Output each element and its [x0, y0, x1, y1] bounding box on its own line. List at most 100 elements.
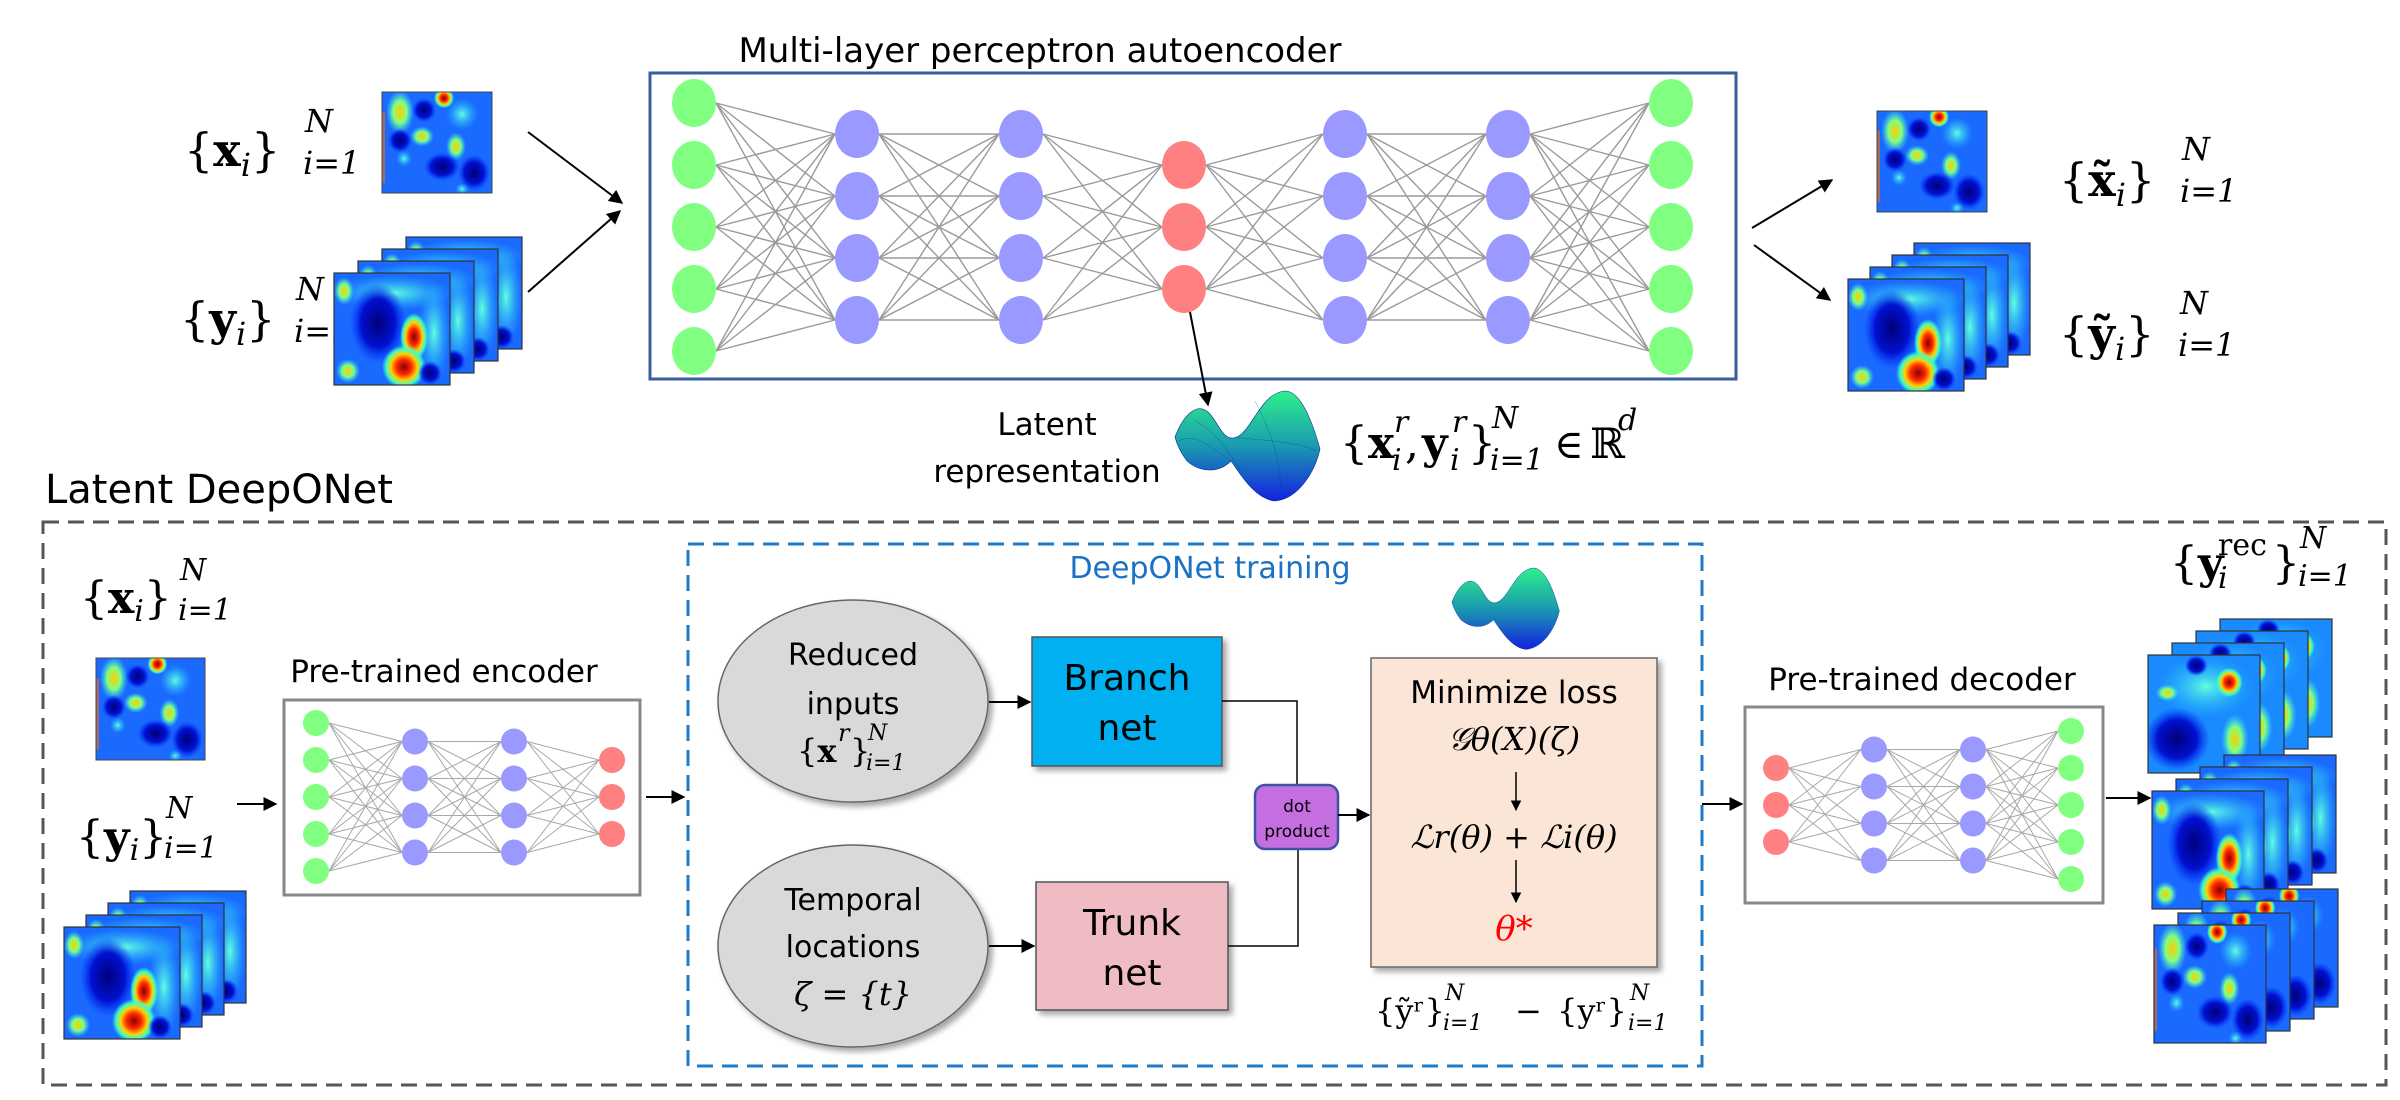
- arrow-ae-to-y: [1753, 244, 1832, 301]
- network-edge: [1886, 823, 1961, 861]
- input-x-label: {xi} N i=1: [184, 102, 360, 184]
- superscript-n: N: [2179, 284, 2209, 322]
- neuron-node: [1649, 327, 1693, 375]
- network-edge: [1529, 102, 1650, 259]
- brace-open: {: [797, 732, 817, 770]
- network-edge: [1788, 749, 1862, 769]
- temporal-locations-node: Temporal locations ζ = {t}: [717, 844, 989, 1048]
- temporal-line1: Temporal: [783, 883, 921, 918]
- network-edge: [1205, 133, 1324, 166]
- network-edge: [1529, 226, 1650, 321]
- neuron-node: [303, 821, 329, 847]
- neuron-node: [1649, 141, 1693, 189]
- network-edge: [328, 741, 403, 872]
- superscript-n: N: [2181, 130, 2211, 168]
- neuron-node: [402, 802, 428, 829]
- neuron-node: [1486, 172, 1530, 220]
- network-edge: [328, 741, 403, 761]
- sub-i: i: [1392, 443, 1402, 478]
- neuron-node: [835, 296, 879, 344]
- field-frame: [2154, 920, 2266, 1045]
- network-edge: [1042, 226, 1163, 321]
- branch-net-box: Branch net: [1031, 636, 1223, 767]
- reduced-inputs-line2: inputs: [807, 687, 900, 722]
- network-edge: [878, 195, 1000, 321]
- svg-text:{x: {x: [797, 732, 837, 770]
- neuron-node: [2058, 718, 2084, 744]
- field-frame-border: [63, 926, 181, 1040]
- network-edge: [1985, 730, 2059, 824]
- neuron-node: [672, 327, 716, 375]
- encoder-network: [303, 710, 625, 884]
- neuron-node: [1486, 110, 1530, 158]
- neuron-node: [1960, 736, 1986, 763]
- network-edge: [328, 741, 403, 835]
- network-edge: [526, 833, 600, 853]
- brace-close: }: [2272, 538, 2300, 589]
- trunk-net-box: Trunk net: [1035, 881, 1229, 1011]
- neuron-node: [1323, 110, 1367, 158]
- subscript: i: [130, 833, 140, 868]
- network-edge: [1205, 133, 1324, 228]
- autoencoder-title: Multi-layer perceptron autoencoder: [738, 31, 1341, 71]
- network-edge: [1886, 749, 1961, 861]
- network-edge: [1042, 133, 1163, 166]
- loss-surface-icon: [1451, 567, 1560, 650]
- network-edge: [1788, 749, 1862, 806]
- x-tilde-symbol: x̃: [2088, 153, 2116, 207]
- neuron-node: [1649, 203, 1693, 251]
- neuron-node: [672, 141, 716, 189]
- network-edge: [1886, 749, 1961, 787]
- brace-close: }: [251, 123, 280, 177]
- neuron-node: [1861, 810, 1887, 837]
- neuron-node: [1763, 792, 1789, 818]
- neuron-node: [1763, 829, 1789, 855]
- network-edge: [1366, 133, 1487, 197]
- latent-label-line2: representation: [933, 454, 1160, 490]
- neuron-node: [303, 784, 329, 810]
- neuron-node: [1763, 755, 1789, 781]
- input-y-field-stack: [333, 236, 523, 386]
- network-edge: [715, 195, 836, 352]
- output-x-field-image: [1877, 107, 1987, 214]
- branch-net-line1: Branch: [1064, 658, 1191, 699]
- network-edge: [1042, 164, 1163, 259]
- network-edge: [1529, 102, 1650, 135]
- ldon-y-label: {yi} N i=1: [76, 791, 218, 868]
- svg-text:{y: {y: [2170, 538, 2225, 589]
- connector-trunk-to-dot: [1228, 849, 1299, 947]
- sup-n: N: [1629, 981, 1650, 1006]
- y-symbol: y: [2197, 538, 2225, 589]
- superscript-n: N: [165, 791, 194, 826]
- svg-text:{yi}: {yi}: [180, 292, 276, 353]
- lim-i-1: i=1: [1443, 1011, 1482, 1036]
- neuron-node: [1649, 79, 1693, 127]
- connector-branch-to-dot: [1222, 700, 1298, 785]
- lim-i-1: i=1: [1628, 1011, 1667, 1036]
- neuron-node: [402, 728, 428, 755]
- network-edge: [526, 759, 600, 853]
- neuron-node: [1960, 773, 1986, 800]
- reconstructed-field-stacks: [2147, 618, 2339, 1045]
- network-edge: [526, 759, 600, 816]
- limit-i-1: i=1: [164, 831, 218, 866]
- brace-open: {: [184, 123, 213, 177]
- neuron-node: [303, 747, 329, 773]
- y-tilde-r-set: {ỹʳ}: [1375, 992, 1445, 1030]
- autoencoder-frame: [648, 71, 1738, 381]
- latent-formula: {x r i , y r i } N i=1 ∈ ℝ d: [1340, 401, 1637, 478]
- neuron-node: [999, 172, 1043, 220]
- separator: ,: [1405, 418, 1419, 469]
- neuron-node: [672, 265, 716, 313]
- neuron-node: [1162, 265, 1206, 313]
- superscript-n: N: [295, 270, 325, 308]
- superscript-n: N: [179, 553, 208, 588]
- latent-label-line1: Latent: [997, 407, 1096, 443]
- network-edge: [1042, 288, 1163, 321]
- network-edge: [878, 133, 1000, 321]
- sup-n: N: [1444, 981, 1465, 1006]
- ldon-y-field-stack: [63, 890, 247, 1040]
- lim-i-1: i=1: [866, 751, 905, 776]
- network-edge: [1985, 804, 2059, 861]
- sup-r: r: [838, 719, 851, 747]
